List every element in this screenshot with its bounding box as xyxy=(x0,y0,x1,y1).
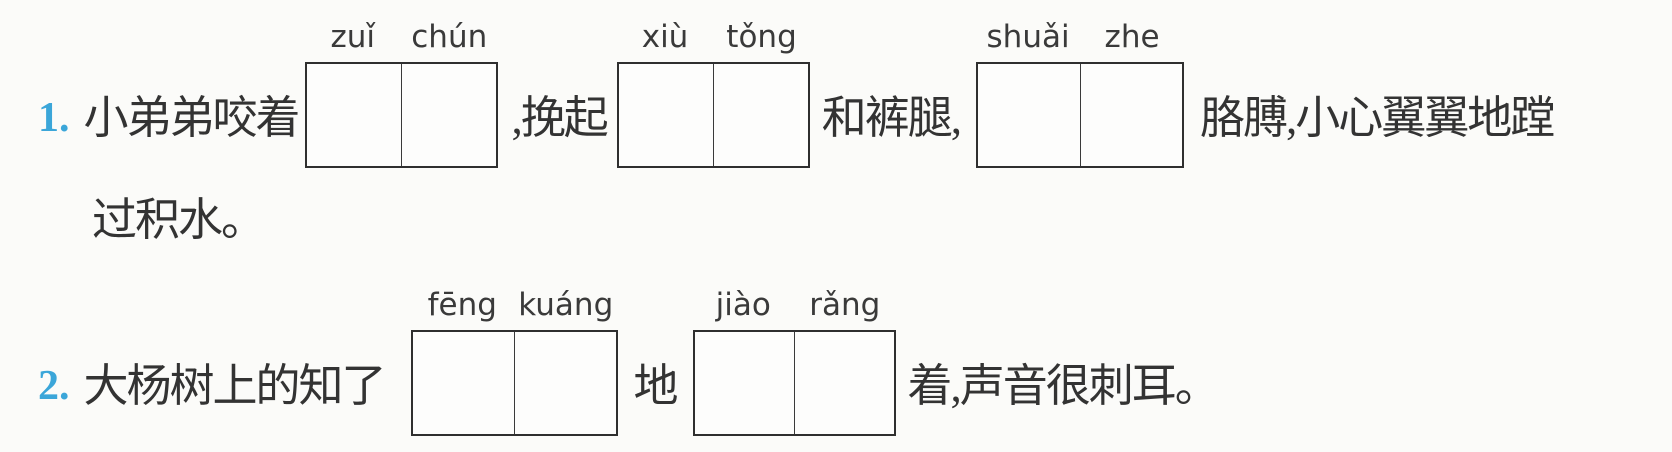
pinyin-label: shuǎi zhe xyxy=(976,18,1184,56)
pinyin-syllable: shuǎi xyxy=(986,19,1070,55)
item-2-number: 2. xyxy=(38,363,70,409)
pinyin-syllable: tǒng xyxy=(726,19,797,55)
exercise-item-1: 1. 小弟弟咬着 zuǐ chún ,挽起 xiù tǒng 和裤腿, xyxy=(38,18,1555,168)
writing-cell[interactable] xyxy=(402,64,496,166)
writing-cell[interactable] xyxy=(619,64,714,166)
sentence-text: 地 xyxy=(633,361,679,411)
pinyin-syllable: rǎng xyxy=(809,287,881,323)
writing-cell[interactable] xyxy=(307,64,402,166)
pinyin-syllable: zuǐ xyxy=(330,19,376,55)
sentence-text: 大杨树上的知了 xyxy=(83,361,387,411)
sentence-text: ,挽起 xyxy=(511,93,609,143)
pinyin-syllable: kuáng xyxy=(518,287,614,323)
writing-cell[interactable] xyxy=(695,332,795,434)
writing-box xyxy=(976,62,1185,168)
writing-box xyxy=(616,62,810,168)
item-1-number: 1. xyxy=(38,95,70,141)
writing-cell[interactable] xyxy=(714,64,808,166)
pinyin-label: xiù tǒng xyxy=(617,18,810,56)
writing-cell[interactable] xyxy=(1081,64,1183,166)
pinyin-answer-box-jiao-rang: jiào rǎng xyxy=(692,286,896,436)
pinyin-syllable: jiào xyxy=(715,287,771,323)
writing-box xyxy=(692,330,896,436)
pinyin-syllable: zhe xyxy=(1104,19,1160,55)
pinyin-syllable: fēng xyxy=(427,287,497,323)
sentence-text: 小弟弟咬着 xyxy=(83,93,301,143)
pinyin-label: fēng kuáng xyxy=(411,286,618,324)
sentence-text: 胳膊,小心翼翼地蹚 xyxy=(1200,93,1555,143)
pinyin-syllable: xiù xyxy=(641,19,689,55)
pinyin-answer-box-zui-chun: zuǐ chún xyxy=(304,18,498,168)
writing-box xyxy=(410,330,618,436)
sentence-text: 着,声音很刺耳。 xyxy=(907,361,1220,411)
sentence-continuation: 过积水。 xyxy=(92,195,266,245)
sentence-text: 和裤腿, xyxy=(821,93,962,143)
exercise-item-2: 2. 大杨树上的知了 fēng kuáng 地 jiào rǎng 着,声音很 xyxy=(38,286,1220,436)
pinyin-answer-box-shuai-zhe: shuǎi zhe xyxy=(976,18,1185,168)
pinyin-answer-box-feng-kuang: fēng kuáng xyxy=(410,286,618,436)
writing-cell[interactable] xyxy=(515,332,616,434)
writing-cell[interactable] xyxy=(795,332,894,434)
pinyin-syllable: chún xyxy=(411,19,488,55)
pinyin-answer-box-xiu-tong: xiù tǒng xyxy=(616,18,810,168)
pinyin-label: zuǐ chún xyxy=(305,18,498,56)
writing-cell[interactable] xyxy=(413,332,515,434)
pinyin-label: jiào rǎng xyxy=(693,286,896,324)
writing-cell[interactable] xyxy=(978,64,1081,166)
writing-box xyxy=(304,62,498,168)
